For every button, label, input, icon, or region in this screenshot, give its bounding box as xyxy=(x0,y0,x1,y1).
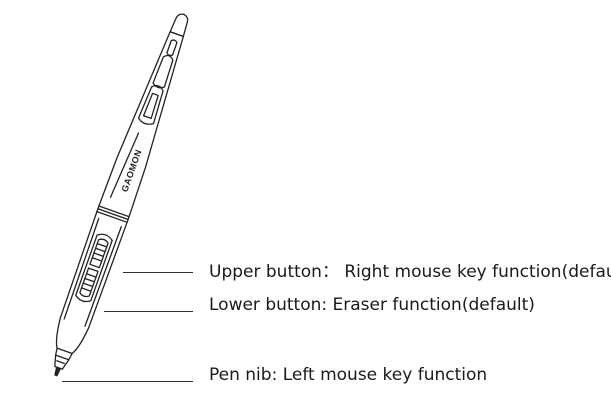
pen-upper-groove-2 xyxy=(152,54,174,89)
upper-button-leader-line xyxy=(123,272,193,273)
pen-end-cap xyxy=(169,13,189,38)
pen-grip xyxy=(55,210,128,355)
pen-upper-groove-1 xyxy=(166,39,178,57)
pen-upper-button xyxy=(89,238,109,269)
pen-upper-groove-3 xyxy=(137,84,164,125)
pen-nib-leader-line xyxy=(62,381,193,382)
pen-nib xyxy=(54,366,62,377)
lower-button-label: Lower button: Eraser function(default) xyxy=(209,295,535,315)
pen-lower-button xyxy=(79,267,99,298)
pen-button-housing xyxy=(75,233,113,303)
pen-upper-groove-3-inner xyxy=(142,92,159,120)
upper-button-label: Upper button： Right mouse key function(d… xyxy=(209,262,611,282)
pen-nib-label: Pen nib: Left mouse key function xyxy=(209,365,488,385)
pen-brand-text: GAOMON xyxy=(119,148,143,193)
lower-button-leader-line xyxy=(104,311,193,312)
pen-upper-barrel xyxy=(98,31,184,218)
